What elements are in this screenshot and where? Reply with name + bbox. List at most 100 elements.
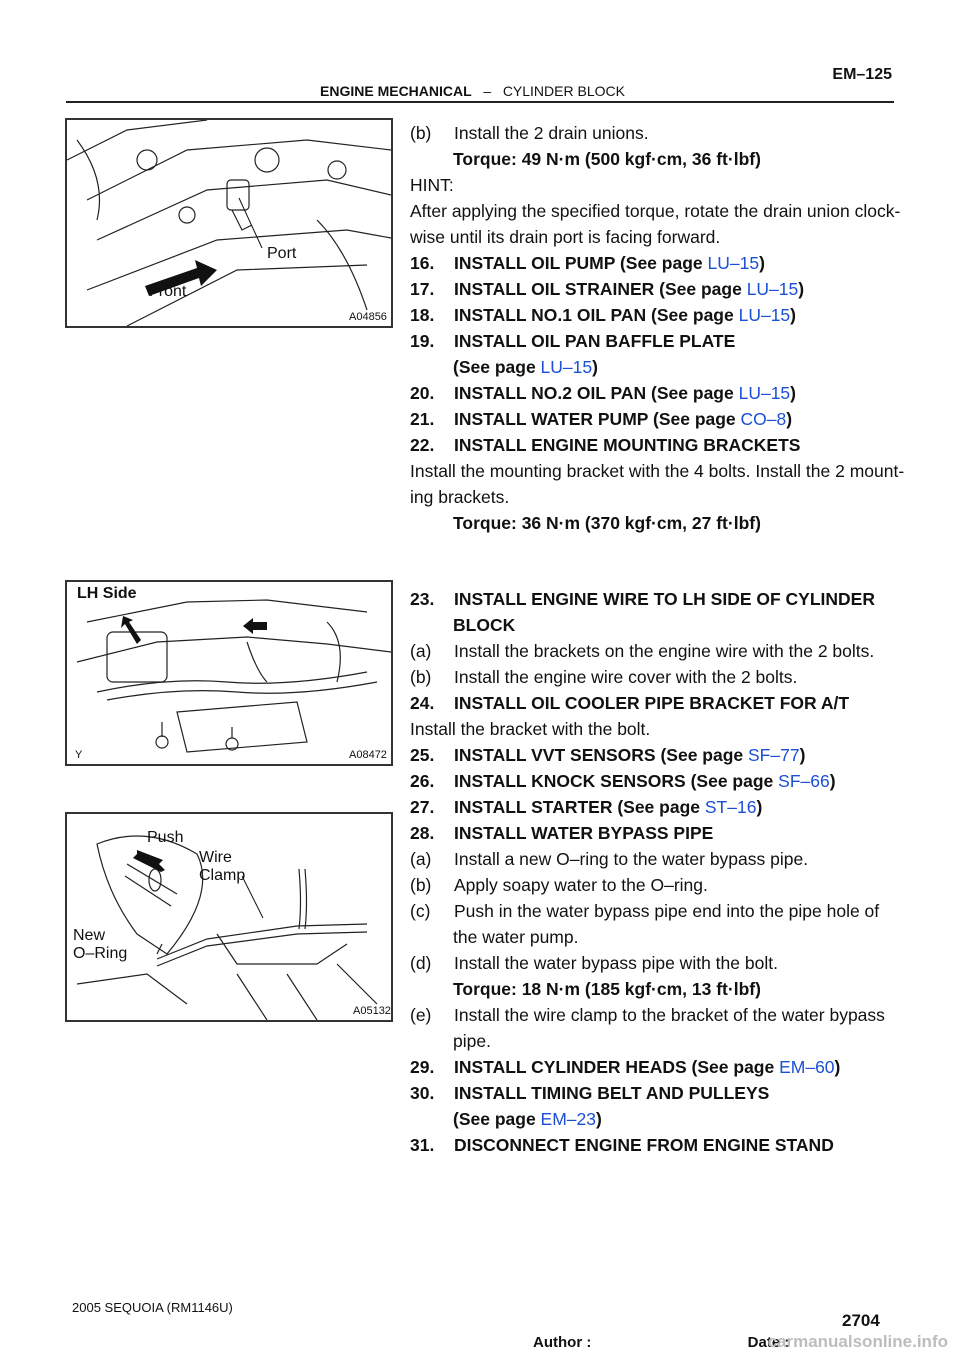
procedure-line: 26. INSTALL KNOCK SENSORS (See page SF–66… [410, 768, 836, 794]
line-body: INSTALL STARTER (See page [454, 797, 705, 817]
line-body: Apply soapy water to the O–ring. [454, 875, 708, 895]
figure-label: Clamp [199, 867, 245, 884]
closing-paren: ) [829, 771, 836, 791]
page-reference-link[interactable]: SF–77 [748, 745, 800, 765]
line-text: (See page [453, 1109, 541, 1129]
procedure-line: (See page EM–23) [453, 1106, 602, 1132]
line-text: ing brackets. [410, 487, 510, 507]
figure-label: New [73, 927, 105, 944]
page-reference-link[interactable]: LU–15 [738, 305, 791, 325]
procedure-line: (c) Push in the water bypass pipe end int… [410, 898, 879, 924]
section-subtitle: CYLINDER BLOCK [502, 83, 625, 99]
closing-paren: ) [790, 383, 796, 403]
procedure-line: 27.INSTALL STARTER (See page ST–16) [410, 794, 762, 820]
line-text: After applying the specified torque, rot… [410, 201, 901, 221]
line-text: (c) [410, 901, 431, 921]
line-body: Install the engine wire cover with the 2… [454, 667, 798, 687]
procedure-line: 25.INSTALL VVT SENSORS (See page SF–77) [410, 742, 805, 768]
procedure-line: 24.INSTALL OIL COOLER PIPE BRACKET FOR A… [410, 690, 849, 716]
figure-label: Wire [199, 849, 232, 866]
water-bypass-pipe-illustration: Push Wire Clamp New O–Ring A05132 [73, 829, 391, 1020]
closing-paren: ) [756, 797, 763, 817]
header-rule [66, 101, 894, 103]
procedure-line: pipe. [453, 1028, 491, 1054]
line-text: (b) [410, 875, 432, 895]
procedure-line: Torque: 49 N·m (500 kgf·cm, 36 ft·lbf) [453, 146, 761, 172]
line-text: Torque: 36 N·m (370 kgf·cm, 27 ft·lbf) [453, 513, 761, 533]
page-reference-link[interactable]: LU–15 [738, 383, 791, 403]
procedure-line: HINT: [410, 172, 454, 198]
date-label: Date : [747, 1334, 790, 1351]
procedure-line: (b)Install the engine wire cover with th… [410, 664, 797, 690]
section-title: ENGINE MECHANICAL – CYLINDER BLOCK [320, 83, 625, 99]
line-body: Install the wire clamp to the bracket of… [454, 1005, 885, 1025]
section-main-title: ENGINE MECHANICAL [320, 83, 472, 99]
line-text: (a) [410, 849, 432, 869]
line-text: 26. [410, 771, 435, 791]
line-body: INSTALL KNOCK SENSORS (See page [454, 771, 779, 791]
page-reference-link[interactable]: ST–16 [704, 797, 757, 817]
procedure-line: 23.INSTALL ENGINE WIRE TO LH SIDE OF CYL… [410, 586, 875, 612]
procedure-line: ing brackets. [410, 484, 509, 510]
closing-paren: ) [786, 409, 793, 429]
page-reference-link[interactable]: LU–15 [746, 279, 799, 299]
procedure-line: 16.INSTALL OIL PUMP (See page LU–15) [410, 250, 765, 276]
line-text: 28. [410, 823, 435, 843]
figure-label: Port [267, 245, 297, 262]
procedure-line: 19.INSTALL OIL PAN BAFFLE PLATE [410, 328, 735, 354]
line-text: Torque: 49 N·m (500 kgf·cm, 36 ft·lbf) [453, 149, 761, 169]
figure-label: LH Side [77, 585, 137, 602]
line-text: HINT: [410, 175, 454, 195]
closing-paren: ) [799, 745, 806, 765]
figure-code: A05132 [353, 1005, 391, 1017]
procedure-line: (d)Install the water bypass pipe with th… [410, 950, 778, 976]
line-text: 22. [410, 435, 435, 455]
procedure-line: Install the mounting bracket with the 4 … [410, 458, 904, 484]
page-reference-link[interactable]: CO–8 [740, 409, 787, 429]
procedure-line: 29.INSTALL CYLINDER HEADS (See page EM–6… [410, 1054, 840, 1080]
procedure-line: (a)Install the brackets on the engine wi… [410, 638, 874, 664]
procedure-line: Torque: 18 N·m (185 kgf·cm, 13 ft·lbf) [453, 976, 761, 1002]
procedure-line: BLOCK [453, 612, 515, 638]
procedure-line: (See page LU–15) [453, 354, 598, 380]
procedure-line: 21.INSTALL WATER PUMP (See page CO–8) [410, 406, 792, 432]
closing-paren: ) [596, 1109, 602, 1129]
line-text: 23. [410, 589, 435, 609]
procedure-line: 31. DISCONNECT ENGINE FROM ENGINE STAND [410, 1132, 834, 1158]
line-text: 21. [410, 409, 435, 429]
line-body: INSTALL ENGINE MOUNTING BRACKETS [454, 435, 801, 455]
page-reference-link[interactable]: LU–15 [707, 253, 760, 273]
line-text: Install the bracket with the bolt. [410, 719, 651, 739]
figure-code: A08472 [349, 749, 387, 761]
line-body: INSTALL NO.2 OIL PAN (See page [454, 383, 739, 403]
line-text: 18. [410, 305, 435, 325]
page-reference-link[interactable]: LU–15 [540, 357, 593, 377]
line-text: 17. [410, 279, 435, 299]
page-reference-link[interactable]: EM–60 [779, 1057, 835, 1077]
page-reference-link[interactable]: EM–23 [540, 1109, 596, 1129]
line-text: 31. [410, 1135, 435, 1155]
line-body: Push in the water bypass pipe end into t… [454, 901, 880, 921]
procedure-line: 28.INSTALL WATER BYPASS PIPE [410, 820, 713, 846]
line-text: 20. [410, 383, 435, 403]
line-body: INSTALL VVT SENSORS (See page [454, 745, 748, 765]
drain-union-illustration: Port Front A04856 [67, 120, 391, 326]
line-text: (a) [410, 641, 432, 661]
procedure-line: After applying the specified torque, rot… [410, 198, 900, 224]
procedure-line: 17.INSTALL OIL STRAINER (See page LU–15) [410, 276, 804, 302]
engine-wire-illustration: LH Side Y A08472 [75, 585, 391, 761]
line-body: INSTALL OIL PUMP (See page [454, 253, 708, 273]
closing-paren: ) [790, 305, 796, 325]
line-text: (e) [410, 1005, 432, 1025]
page-number: 2704 [842, 1311, 880, 1330]
figure-label: O–Ring [73, 945, 127, 962]
page-reference-link[interactable]: SF–66 [778, 771, 830, 791]
figure-engine-wire: LH Side Y A08472 [65, 580, 393, 766]
line-body: DISCONNECT ENGINE FROM ENGINE STAND [454, 1135, 834, 1155]
watermark: carmanualsonline.info [767, 1332, 948, 1351]
line-body: Install the water bypass pipe with the b… [454, 953, 778, 973]
procedure-line: 20. INSTALL NO.2 OIL PAN (See page LU–15) [410, 380, 796, 406]
line-text: the water pump. [453, 927, 579, 947]
procedure-line: the water pump. [453, 924, 578, 950]
figure-label: Y [75, 749, 83, 761]
